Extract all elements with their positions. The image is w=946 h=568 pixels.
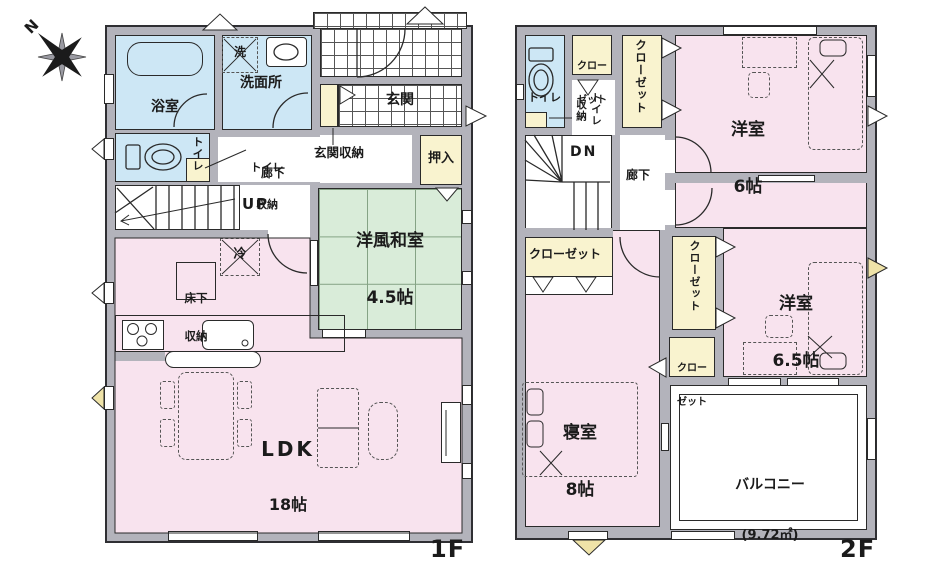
closet-a	[572, 35, 612, 75]
window	[787, 378, 839, 386]
label-hallway-1f: 廊下	[261, 166, 286, 180]
label-balcony: バルコニー (9.72㎡)	[735, 476, 805, 544]
label-entrance-storage: 玄関収納	[314, 145, 365, 160]
bathtub	[127, 42, 203, 76]
window	[104, 282, 114, 304]
label-closet-e: クローゼット	[529, 247, 602, 261]
desk-chair	[748, 72, 770, 98]
window	[104, 74, 114, 104]
side-table	[368, 402, 398, 460]
closet-d	[669, 337, 715, 377]
label-western-65: 洋室 6.5帖	[772, 294, 820, 372]
oshiire-closet	[420, 135, 462, 185]
balcony	[670, 385, 867, 530]
door-marker-yellow	[571, 539, 607, 556]
chair	[160, 381, 175, 409]
entrance-upper-tiles	[320, 28, 462, 77]
label-bathroom: 浴室	[151, 99, 179, 115]
single-bed	[808, 262, 863, 375]
compass-north-label: N	[21, 16, 43, 38]
wall-stub	[665, 183, 675, 190]
label-refrigerator: 冷	[233, 247, 247, 262]
entrance-porch-tiles	[313, 12, 467, 29]
window	[104, 386, 114, 410]
label-ldk: LDK 18帖	[261, 436, 315, 515]
label-toilet-1f: トイレ	[191, 136, 204, 172]
window	[104, 138, 114, 160]
dining-table	[178, 372, 234, 460]
label-washroom: 洗面所	[240, 75, 282, 91]
label-washer: 洗	[233, 45, 246, 59]
label-western-6: 洋室 6帖	[731, 120, 765, 198]
washbasin	[266, 37, 307, 67]
label-hallway-2f: 廊下	[626, 168, 651, 182]
window	[867, 418, 876, 460]
label-closet-a: クロー ゼット	[577, 61, 607, 106]
wall-above-closet	[525, 228, 613, 237]
label-oshiire: 押入	[428, 151, 455, 166]
label-entrance: 玄関	[386, 92, 414, 108]
desk	[743, 342, 797, 375]
window	[661, 423, 669, 451]
toilet-storage-cabinet-1f	[186, 158, 210, 182]
window	[516, 84, 524, 100]
desk	[742, 37, 797, 68]
wall-stub	[612, 183, 620, 230]
closet-b	[622, 35, 662, 128]
closet-c	[672, 236, 716, 330]
window	[867, 55, 876, 97]
desk-chair	[765, 315, 793, 338]
label-closet-b: クローゼット	[634, 39, 648, 114]
label-stairs-up: UP	[242, 195, 270, 213]
toilet-storage-cabinet-2f	[525, 112, 547, 128]
window	[462, 385, 472, 405]
label-floor1: 1F	[430, 535, 466, 563]
room-western-6	[675, 35, 867, 173]
room-western-65	[723, 228, 867, 377]
stairs-2f	[525, 135, 612, 230]
window	[462, 271, 472, 285]
sliding-door-japanese-west	[310, 240, 318, 286]
hallway-entrance	[320, 135, 412, 183]
entrance-lower-tiles	[338, 84, 462, 127]
label-closet-d: クロー ゼット	[677, 363, 707, 408]
double-bed	[522, 382, 638, 477]
kitchen-halfwall	[115, 352, 165, 361]
tv-board	[441, 402, 461, 463]
window	[462, 463, 472, 479]
stairs-1f	[115, 185, 240, 230]
stove	[122, 320, 164, 350]
washing-machine-box	[222, 37, 258, 73]
wall-stub	[665, 225, 675, 238]
window	[168, 531, 258, 541]
single-bed	[808, 37, 863, 150]
label-closet-c: クローゼット	[688, 240, 701, 312]
chair	[160, 419, 175, 447]
vent-marker	[91, 281, 105, 305]
vent-marker	[91, 137, 105, 161]
label-floor2: 2F	[840, 535, 876, 563]
vent-marker-yellow	[91, 385, 105, 411]
balcony-rail	[679, 394, 858, 521]
window	[723, 26, 817, 35]
label-stairs-down: DN	[570, 144, 598, 160]
label-toilet-storage-2f-1: トイレ	[590, 92, 602, 127]
label-underfloor-storage: 床下 収納	[184, 290, 208, 344]
hallway-stairs	[240, 185, 310, 230]
window	[318, 531, 410, 541]
window	[671, 531, 735, 540]
closet-opening	[525, 277, 613, 295]
wall-stub	[665, 128, 675, 140]
closet-e	[525, 237, 613, 277]
shoe-cabinet	[320, 84, 338, 127]
label-toilet-storage-2f-2: 収納	[575, 99, 587, 122]
window	[462, 210, 472, 224]
label-japanese-room: 洋風和室 4.5帖	[356, 231, 424, 309]
window	[728, 378, 781, 386]
label-toilet-2f: トイレ	[528, 91, 561, 104]
sliding-window	[758, 175, 815, 182]
label-toilet-storage-1f: トイレ 収納	[250, 160, 284, 211]
label-bedroom: 寝室 8帖	[563, 423, 597, 501]
compass-icon: N	[21, 16, 87, 82]
